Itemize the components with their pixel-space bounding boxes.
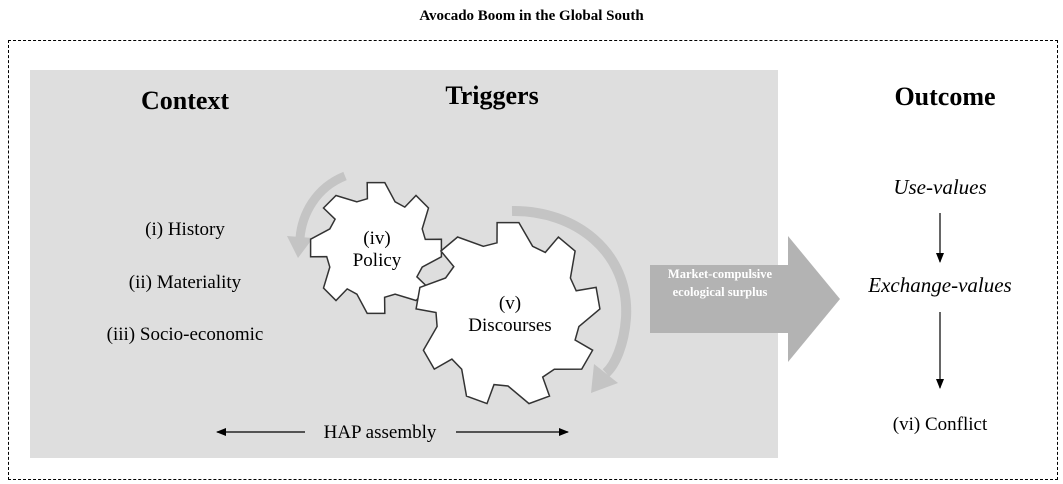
policy-gear — [309, 181, 443, 315]
policy-gear-number: (iv) — [363, 228, 391, 249]
context-heading: Context — [140, 86, 230, 115]
diagram-title: Avocado Boom in the Global South — [419, 8, 644, 24]
discourses-cycle-arrow — [511, 205, 632, 377]
policy-gear-name: Policy — [352, 250, 402, 271]
conflict-label: (vi) Conflict — [892, 414, 988, 435]
surplus-arrow — [650, 236, 840, 362]
context-item-history: (i) History — [145, 219, 225, 240]
context-item-socio-economic: (iii) Socio-economic — [106, 324, 264, 345]
triggers-heading: Triggers — [445, 81, 539, 110]
discourses-gear-name: Discourses — [468, 315, 552, 336]
discourses-gear — [415, 221, 601, 405]
policy-cycle-arrow — [295, 171, 347, 239]
use-values-label: Use-values — [893, 175, 987, 199]
surplus-arrow-line-1: Market-compulsive — [667, 267, 773, 281]
surplus-arrow-line-2: ecological surplus — [672, 285, 768, 299]
context-item-materiality: (ii) Materiality — [128, 272, 242, 293]
discourses-cycle-arrowhead — [591, 364, 618, 393]
hap-assembly-label: HAP assembly — [323, 422, 437, 443]
policy-cycle-arrowhead — [287, 236, 313, 258]
outcome-heading: Outcome — [894, 82, 996, 111]
policy-gear-label: (iv) Policy — [337, 228, 417, 272]
exchange-values-label: Exchange-values — [868, 273, 1012, 297]
discourses-gear-label: (v) Discourses — [450, 293, 570, 337]
surplus-arrow-label: Market-compulsive ecological surplus — [650, 265, 790, 301]
global-south-frame — [8, 40, 1058, 480]
discourses-gear-number: (v) — [498, 293, 522, 314]
